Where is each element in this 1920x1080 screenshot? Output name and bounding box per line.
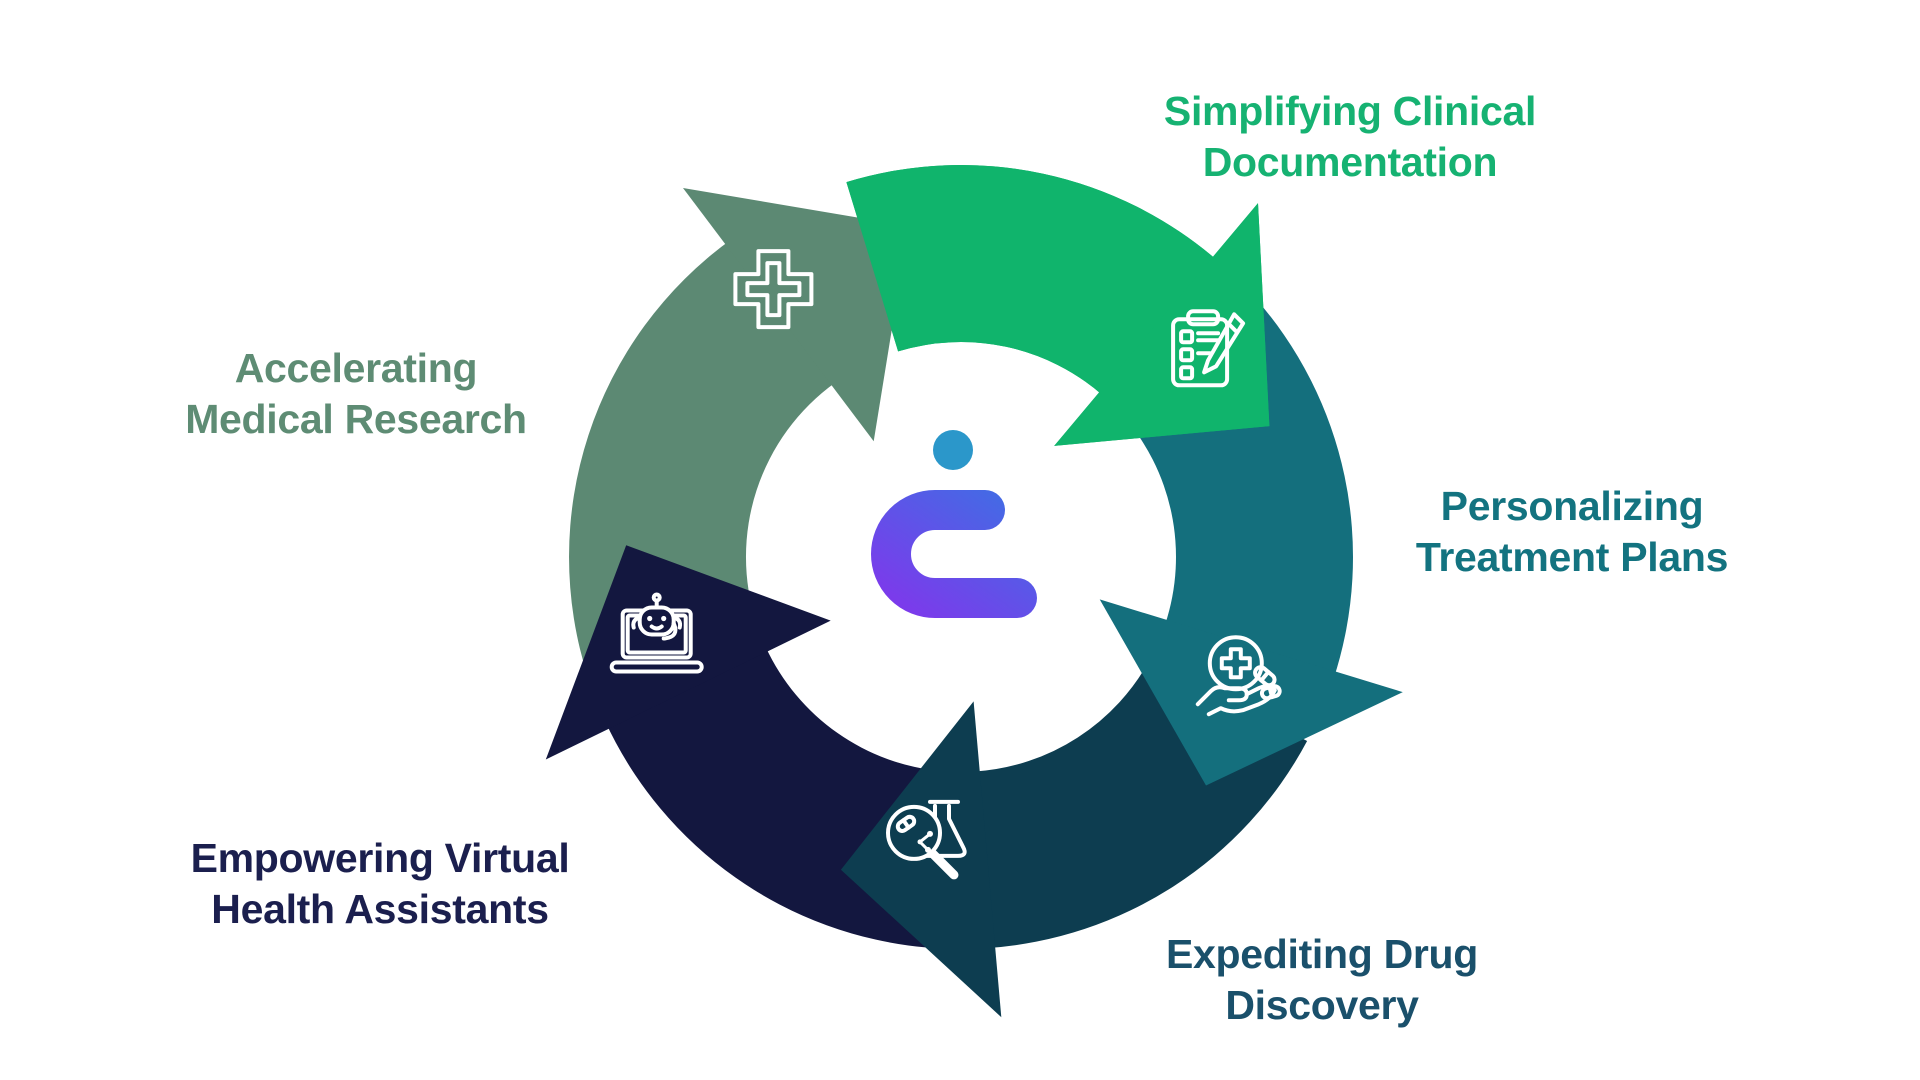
segment-label-expediting-drug-discovery: Expediting Drug Discovery [1165, 931, 1479, 1029]
hand-medicine-icon [1195, 635, 1282, 717]
medical-cross-icon [733, 249, 814, 330]
segment-label-personalizing-treatment-plans: Personalizing Treatment Plans [1415, 483, 1729, 581]
center-logo [871, 430, 1037, 618]
arrow-head-empowering-virtual-health-assistants [545, 545, 831, 760]
arrow-head-accelerating-medical-research [683, 188, 909, 442]
arrow-band-simplifying-clinical-documentation [846, 164, 1220, 396]
segment-label-empowering-virtual-health-assistants: Empowering Virtual Health Assistants [190, 835, 570, 933]
arrow-ring [545, 164, 1403, 1018]
clipboard-checklist-pencil-icon [1171, 309, 1246, 388]
logo-c-icon [871, 490, 1037, 618]
logo-dot-icon [933, 430, 973, 470]
magnifier-flask-icon [886, 799, 967, 880]
laptop-robot-icon [609, 592, 704, 674]
segment-label-accelerating-medical-research: Accelerating Medical Research [185, 345, 527, 443]
segment-label-simplifying-clinical-documentation: Simplifying Clinical Documentation [1163, 88, 1537, 186]
